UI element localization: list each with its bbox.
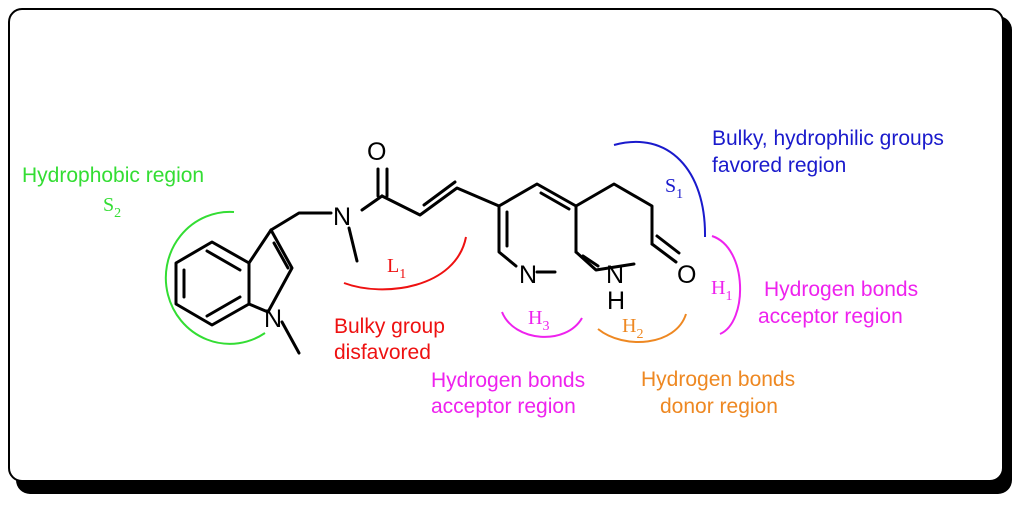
- pyridine-inner: [505, 191, 571, 248]
- lactam-nitrogen-atom: N: [606, 261, 624, 289]
- h1-region-arc: [711, 235, 741, 335]
- acryl-chain: [380, 186, 501, 217]
- amide-carbonyl: [376, 167, 389, 198]
- h2-desc-line1: Hydrogen bonds: [641, 368, 795, 391]
- h2-desc-line2: donor region: [660, 395, 778, 418]
- indole-pyrrole-ring: [247, 228, 294, 314]
- l1-region-arc: [343, 236, 467, 291]
- indole-pyrrole-double: [272, 241, 290, 270]
- molecule-bonds: [174, 167, 681, 355]
- acryl-double: [422, 180, 457, 207]
- h3-desc-line2: acceptor region: [431, 395, 576, 418]
- pyridine-ring: [497, 182, 578, 274]
- indole-benzene-inner: [182, 249, 242, 318]
- h3-desc-line1: Hydrogen bonds: [431, 369, 585, 392]
- h3-region-arc: [501, 311, 583, 338]
- lactam-ring: [574, 182, 654, 272]
- l1-desc-line2: disfavored: [334, 341, 431, 364]
- amide-n-methyl: [347, 226, 359, 263]
- amide-nitrogen-atom: N: [333, 203, 351, 231]
- lactam-hydrogen-atom: H: [607, 287, 625, 315]
- pyridine-cn-double: [581, 254, 600, 268]
- h2-region-arc: [597, 313, 687, 343]
- h3-label: H3: [528, 307, 549, 334]
- s1-region-arc: [613, 140, 707, 238]
- h1-label: H1: [711, 277, 732, 304]
- h1-desc-line1: Hydrogen bonds: [764, 278, 918, 301]
- indole-nitrogen-atom: N: [264, 305, 282, 333]
- amide-oxygen-atom: O: [367, 138, 386, 166]
- indole-n-methyl: [280, 320, 301, 355]
- amide-n-carbonyl: [360, 194, 384, 212]
- h1-desc-line2: acceptor region: [758, 305, 903, 328]
- lactam-oxygen-atom: O: [677, 261, 696, 289]
- ch2-linker: [269, 211, 333, 232]
- pyridine-nitrogen-atom: N: [519, 261, 537, 289]
- l1-desc-line1: Bulky group: [334, 315, 445, 338]
- s1-label: S1: [665, 175, 683, 202]
- s2-region-arc: [164, 210, 266, 345]
- s2-label: S2: [103, 194, 121, 221]
- l1-label: L1: [387, 255, 406, 282]
- s2-title: Hydrophobic region: [22, 164, 204, 187]
- s1-desc-line1: Bulky, hydrophilic groups: [712, 127, 944, 150]
- h2-label: H2: [622, 315, 643, 342]
- lactam-carbonyl: [650, 234, 681, 264]
- s1-desc-line2: favored region: [712, 154, 846, 177]
